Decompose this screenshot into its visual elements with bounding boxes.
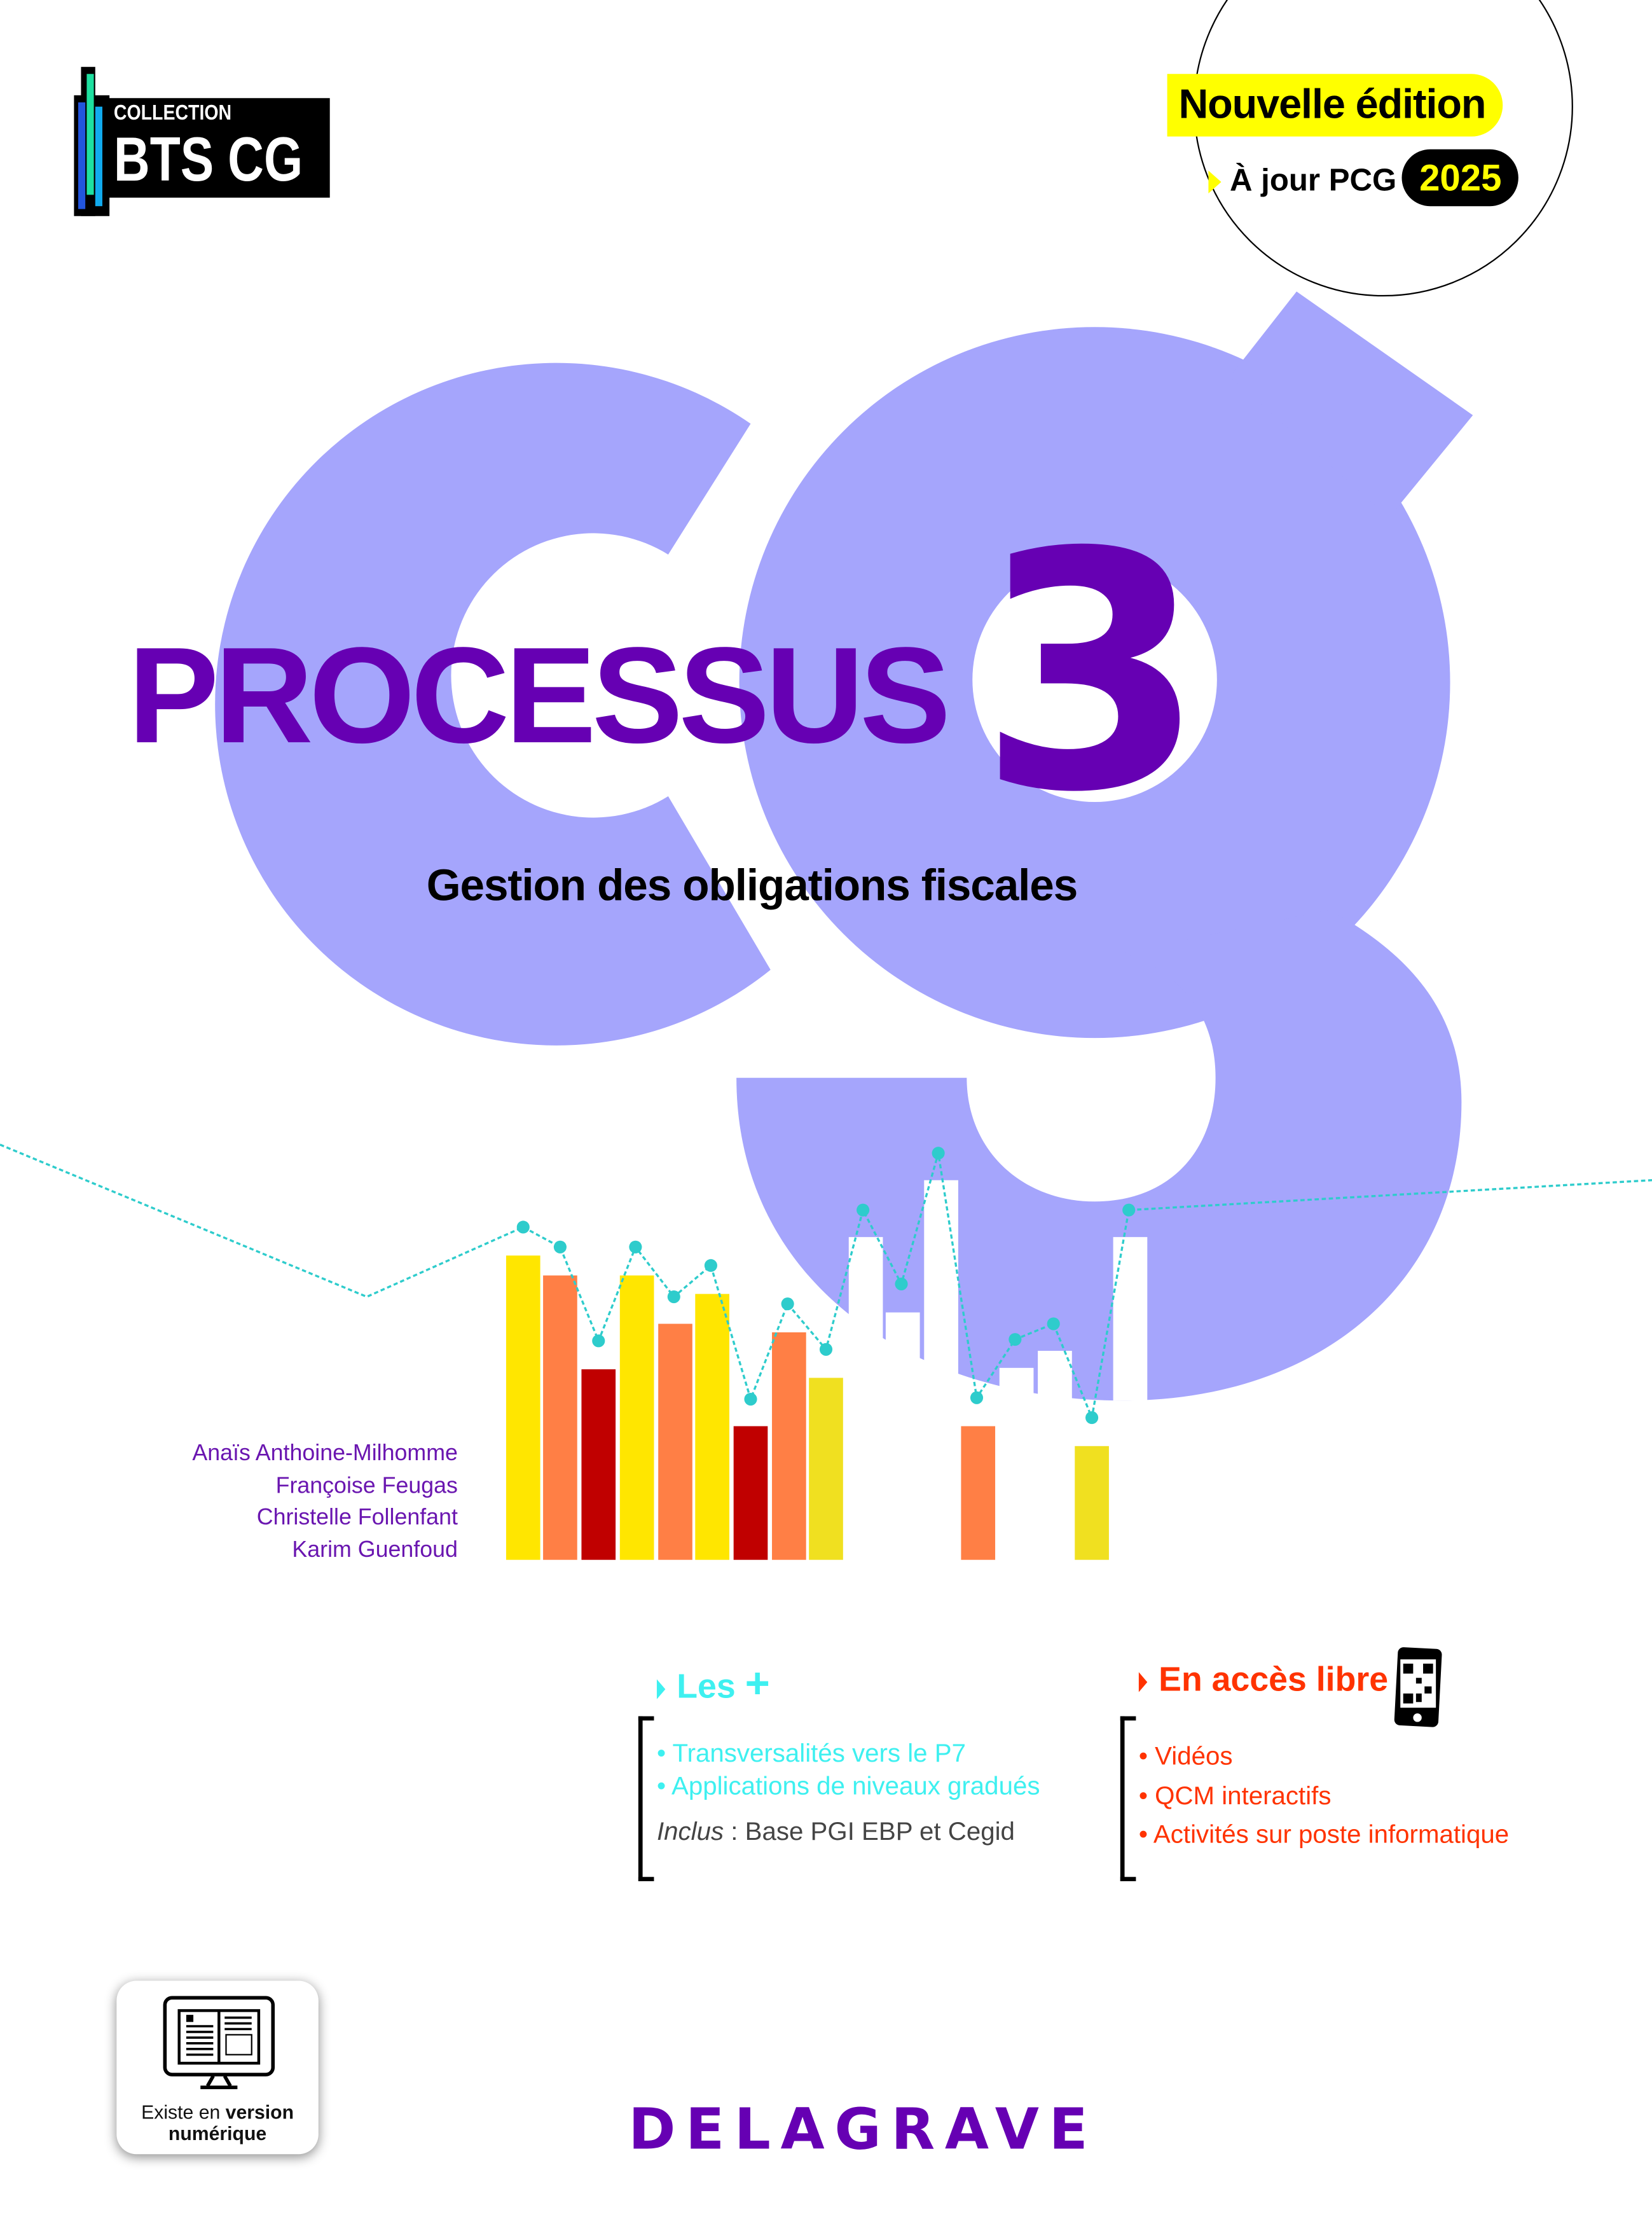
dotted-line	[0, 1143, 1652, 1422]
line-dot	[704, 1259, 717, 1272]
year-badge: 2025	[1402, 149, 1519, 207]
subtitle: Gestion des obligations fiscales	[426, 860, 1078, 910]
acces-libre-list: • Vidéos • QCM interactifs • Activités s…	[1139, 1737, 1509, 1855]
logo-bars-icon	[74, 67, 110, 216]
line-dot	[895, 1277, 908, 1290]
line-dot	[1047, 1317, 1060, 1330]
illustration-bar	[543, 1275, 577, 1560]
illustration-bar	[999, 1367, 1034, 1401]
illustration-bar	[1113, 1237, 1148, 1401]
included-note: Inclus : Base PGI EBP et Cegid	[656, 1817, 1015, 1846]
author: Anaïs Anthoine-Milhomme	[192, 1442, 458, 1467]
line-dot	[819, 1343, 833, 1356]
author: Karim Guenfoud	[292, 1538, 458, 1563]
collection-name: BTS CG	[113, 125, 303, 195]
list-item: • Transversalités vers le P7	[656, 1739, 966, 1768]
line-dot	[781, 1297, 794, 1311]
plus-icon: +	[745, 1661, 770, 1708]
illustration-bar	[506, 1255, 540, 1560]
line-dot	[857, 1203, 870, 1217]
line-dot	[744, 1392, 757, 1406]
line-dot	[932, 1147, 945, 1160]
illustration-bar	[733, 1426, 768, 1560]
line-dot	[667, 1290, 680, 1304]
line-dot	[970, 1391, 984, 1404]
authors-list: Anaïs Anthoine-Milhomme Françoise Feugas…	[85, 1439, 458, 1567]
publisher-logo: DELAGRAVE	[628, 2097, 1098, 2163]
list-item: • Applications de niveaux gradués	[656, 1771, 1040, 1800]
illustration-bar	[885, 1312, 920, 1377]
line-dot	[1122, 1203, 1136, 1217]
collection-label: COLLECTION	[113, 100, 232, 125]
triangle-icon	[1208, 170, 1222, 194]
bracket-left	[638, 1716, 654, 1881]
line-dot	[516, 1220, 530, 1234]
bar-illustration	[506, 1180, 1148, 1560]
new-edition-badge: Nouvelle édition	[1167, 74, 1503, 137]
edition-circle-outline	[1194, 0, 1573, 297]
dotted-line-illustration	[0, 1143, 1652, 1425]
bracket-right	[1120, 1716, 1136, 1881]
line-dot	[553, 1240, 567, 1254]
author: Françoise Feugas	[275, 1474, 458, 1498]
monitor-book-icon	[163, 1996, 275, 2089]
les-plus-heading: Les +	[656, 1661, 770, 1709]
acces-libre-heading: En accès libre	[1138, 1661, 1389, 1701]
list-item: • Activités sur poste informatique	[1138, 1820, 1510, 1849]
page-title: PROCESSUS	[128, 619, 951, 773]
letter-c-shape	[215, 363, 771, 1046]
line-dot	[592, 1334, 605, 1348]
author: Christelle Follenfant	[256, 1505, 458, 1530]
illustration-bar	[809, 1378, 843, 1560]
acces-libre-label: En accès libre	[1159, 1661, 1389, 1699]
letter-g-shape	[732, 291, 1473, 1401]
smartphone-qr-icon	[1394, 1647, 1442, 1727]
illustration-bar	[658, 1323, 692, 1560]
triangle-icon	[656, 1678, 666, 1699]
collection-logo: COLLECTION BTS CG	[74, 67, 330, 216]
illustration-bar	[619, 1275, 654, 1560]
illustration-bar	[1038, 1351, 1072, 1401]
line-dot	[1008, 1333, 1022, 1346]
illustration-bar	[581, 1369, 616, 1560]
illustration-bar	[1075, 1446, 1109, 1560]
les-plus-list: • Transversalités vers le P7 • Applicati…	[657, 1737, 1040, 1848]
les-plus-label: Les	[677, 1668, 736, 1706]
list-item: • Vidéos	[1138, 1741, 1233, 1771]
pcg-label: À jour PCG	[1229, 162, 1397, 198]
illustration-bar	[848, 1237, 883, 1365]
illustration-bar	[695, 1294, 729, 1560]
line-dot	[629, 1240, 642, 1254]
process-number: 3	[978, 485, 1206, 865]
illustration-bar	[924, 1180, 958, 1386]
list-item: • QCM interactifs	[1138, 1781, 1332, 1810]
illustration-bar	[772, 1332, 806, 1560]
triangle-icon	[1138, 1671, 1148, 1692]
illustration-bar	[961, 1426, 996, 1560]
line-dot	[1085, 1411, 1099, 1425]
